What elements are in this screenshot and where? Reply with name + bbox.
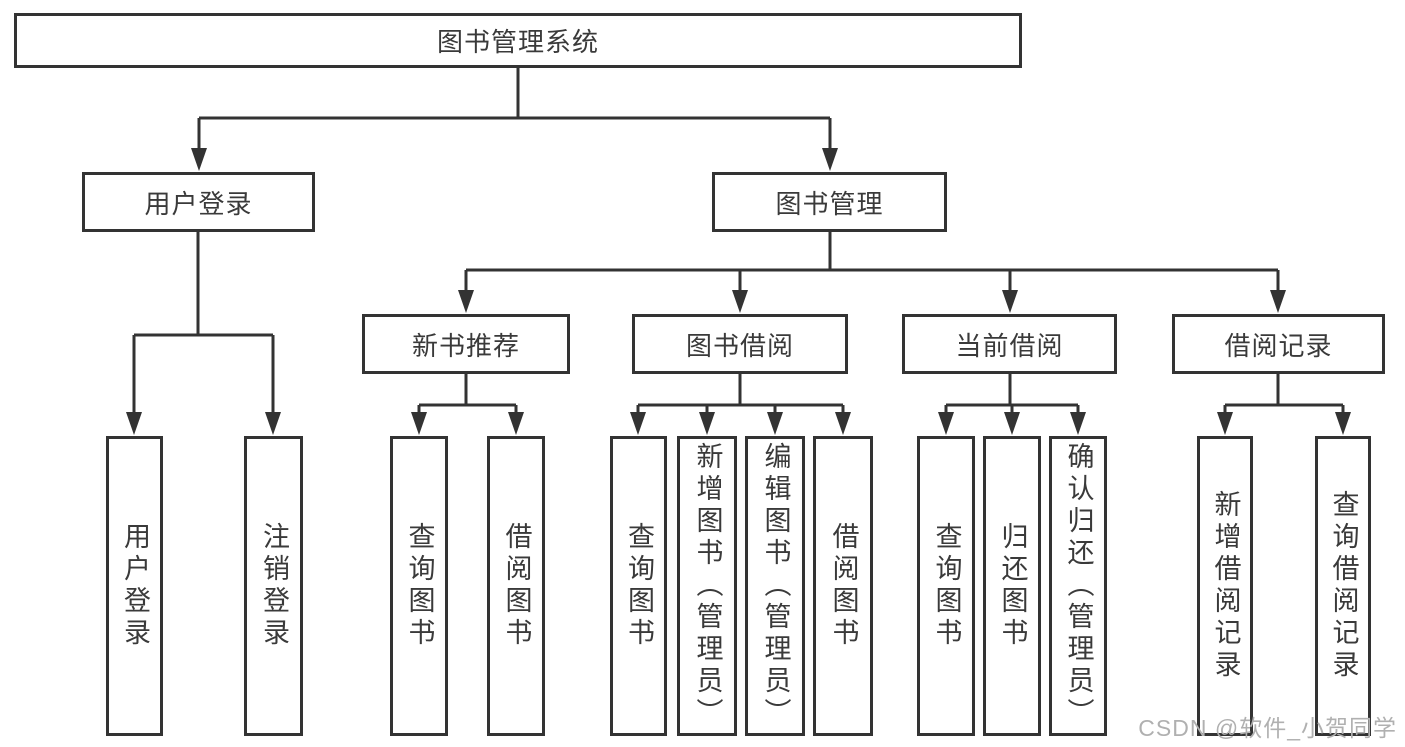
node-label: 查询借阅记录 [1328,490,1359,682]
leaf-query-books-current: 查询图书 [917,436,975,736]
leaf-confirm-return-admin: 确认归还（管理员） [1049,436,1107,736]
node-label: 新书推荐 [411,330,520,361]
node-label: 当前借阅 [955,330,1064,361]
node-label: 借阅记录 [1224,330,1333,361]
node-label: 查询图书 [624,522,654,650]
leaf-query-books-recommend: 查询图书 [390,436,448,736]
node-label: 用户登录 [144,188,253,219]
leaf-add-books-admin: 新增图书（管理员） [677,436,737,736]
leaf-logout: 注销登录 [244,436,303,736]
node-label: 用户登录 [120,522,150,650]
node-label: 图书管理 [775,188,884,219]
leaf-query-books-borrowing: 查询图书 [610,436,667,736]
node-book-borrowing: 图书借阅 [632,314,848,374]
leaf-query-borrow-record: 查询借阅记录 [1315,436,1371,736]
node-label: 新增图书（管理员） [692,442,723,730]
node-label: 借阅图书 [501,522,532,650]
leaf-user-login: 用户登录 [106,436,163,736]
node-book-management: 图书管理 [712,172,947,232]
node-label: 借阅图书 [828,522,859,650]
leaf-borrow-books-recommend: 借阅图书 [487,436,545,736]
node-new-book-recommend: 新书推荐 [362,314,570,374]
node-label: 查询图书 [931,522,962,650]
node-label: 确认归还（管理员） [1063,442,1094,730]
node-label: 查询图书 [404,522,435,650]
leaf-edit-books-admin: 编辑图书（管理员） [745,436,805,736]
node-borrowing-records: 借阅记录 [1172,314,1385,374]
node-current-borrowing: 当前借阅 [902,314,1117,374]
node-label: 图书管理系统 [436,27,599,57]
node-user-login: 用户登录 [82,172,315,232]
node-label: 注销登录 [259,522,289,650]
leaf-add-borrow-record: 新增借阅记录 [1197,436,1253,736]
leaf-borrow-books-borrowing: 借阅图书 [813,436,873,736]
node-library-system: 图书管理系统 [14,13,1022,68]
node-label: 编辑图书（管理员） [760,442,791,730]
leaf-return-books: 归还图书 [983,436,1041,736]
node-label: 新增借阅记录 [1210,490,1241,682]
watermark: CSDN @软件_小贺同学 [1138,715,1397,741]
node-label: 归还图书 [997,522,1028,650]
node-label: 图书借阅 [685,330,794,361]
